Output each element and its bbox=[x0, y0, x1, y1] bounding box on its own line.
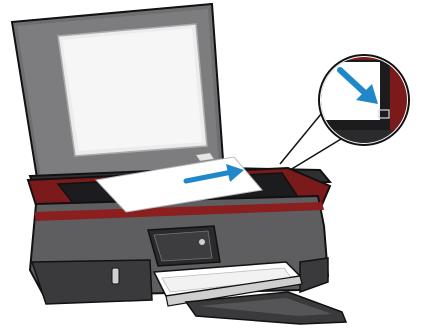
scanner-corner-icon bbox=[300, 50, 420, 170]
control-panel bbox=[148, 226, 220, 266]
scanner-lid bbox=[12, 4, 224, 184]
front-indicator bbox=[112, 268, 119, 284]
